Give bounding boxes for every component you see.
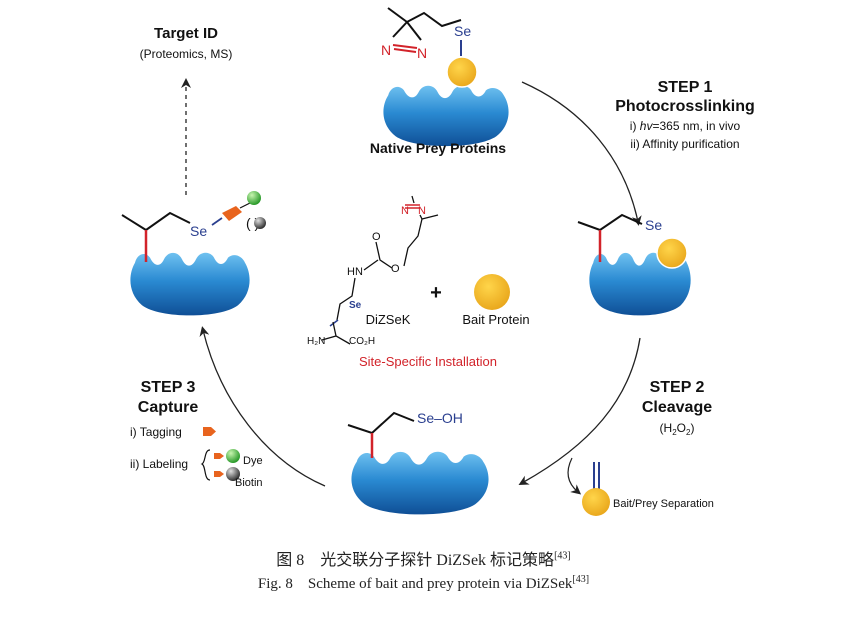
caption-chinese: 图 8 光交联分子探针 DiZSek 标记策略[43] xyxy=(0,546,847,570)
target-id-title: Target ID xyxy=(154,25,218,42)
native-diazirine-n1: N xyxy=(381,42,391,58)
center-o-carbonyl: O xyxy=(372,231,381,243)
labeling-brace xyxy=(200,449,211,481)
step2-name: Cleavage xyxy=(642,399,712,416)
target-id-subtitle: (Proteomics, MS) xyxy=(140,47,233,61)
dye-sphere-icon xyxy=(226,449,240,463)
step2-condition: (H2O2) xyxy=(660,421,695,437)
dye-tag-icon xyxy=(214,453,224,459)
step3-name: Capture xyxy=(138,399,199,416)
separated-bait: Bait/Prey Separation xyxy=(567,457,714,516)
bait-protein-label: Bait Protein xyxy=(462,312,529,327)
arrow-step3 xyxy=(199,326,326,487)
step1-condition-2: ii) Affinity purification xyxy=(630,137,739,151)
center-se: Se xyxy=(349,300,362,311)
center-nh: HN xyxy=(347,266,363,278)
crosslinked-se-label: Se xyxy=(645,217,662,233)
center-diazirine-n1: N xyxy=(401,205,409,217)
caption-en-fig: Fig. 8 xyxy=(257,576,293,592)
crosslinked-bait-protein xyxy=(656,237,688,269)
biotin-label: Biotin xyxy=(235,477,263,489)
captured-biotin-sphere xyxy=(254,217,266,229)
caption-cn-fig: 图 8 xyxy=(276,552,305,569)
native-diazirine-n2: N xyxy=(417,45,427,61)
caption-cn-ref: [43] xyxy=(554,550,571,562)
plus-sign: + xyxy=(430,282,442,304)
center-h2n: H₂N xyxy=(307,336,325,347)
crosslinked-complex: Se xyxy=(577,213,691,316)
target-id: Target ID (Proteomics, MS) xyxy=(140,25,233,61)
step2-title: STEP 2 xyxy=(650,379,705,396)
caption-english: Fig. 8 Scheme of bait and prey protein v… xyxy=(0,574,847,593)
step1-labels: STEP 1 Photocrosslinking i) hv=365 nm, i… xyxy=(615,79,755,151)
step2-labels: STEP 2 Cleavage (H2O2) xyxy=(642,379,712,437)
separated-bait-protein xyxy=(582,488,610,516)
arrow-step1 xyxy=(521,81,642,226)
step3-tagging: i) Tagging xyxy=(130,425,182,439)
dye-label: Dye xyxy=(243,455,263,467)
caption-cn-text: 光交联分子探针 DiZSek 标记策略 xyxy=(320,552,555,569)
center-diazirine-n2: N xyxy=(418,205,426,217)
center-o-ester: O xyxy=(391,263,400,275)
step3-title: STEP 3 xyxy=(141,379,196,396)
separation-label: Bait/Prey Separation xyxy=(613,498,714,510)
step3-labeling: ii) Labeling xyxy=(130,457,188,471)
native-se-label: Se xyxy=(454,23,471,39)
caption-en-text: Scheme of bait and prey protein via DiZS… xyxy=(307,576,573,592)
center-co2h: CO₂H xyxy=(349,336,375,347)
step1-title: STEP 1 xyxy=(658,79,713,96)
step1-condition-1: i) hv=365 nm, in vivo xyxy=(630,119,741,133)
native-bait-protein xyxy=(446,56,478,88)
center-bait-protein xyxy=(474,274,510,310)
dizsek-structure: N N O O HN Se H₂N CO₂H DiZSeK xyxy=(307,195,439,347)
captured-tag-icon xyxy=(222,206,242,221)
captured-dye-sphere xyxy=(247,191,261,205)
captured-se-label: Se xyxy=(190,223,207,239)
native-prey-label: Native Prey Proteins xyxy=(370,140,506,156)
biotin-tag-icon xyxy=(214,471,224,477)
site-specific-installation-label: Site-Specific Installation xyxy=(359,354,497,369)
dizsek-label: DiZSeK xyxy=(366,312,411,327)
captured-complex: Se ( ) xyxy=(121,191,266,316)
step3-labels: STEP 3 Capture i) Tagging ii) Labeling D… xyxy=(130,379,263,489)
arrow-step2 xyxy=(518,337,641,485)
biotin-sphere-icon xyxy=(226,467,240,481)
step1-name: Photocrosslinking xyxy=(615,98,755,115)
cleaved-seoh-label: Se–OH xyxy=(417,410,463,426)
native-prey-complex: N N Se Native Prey Proteins xyxy=(370,7,509,156)
caption-en-ref: [43] xyxy=(572,574,590,585)
tag-icon xyxy=(203,427,216,436)
cleaved-prey-complex: Se–OH xyxy=(347,410,489,515)
